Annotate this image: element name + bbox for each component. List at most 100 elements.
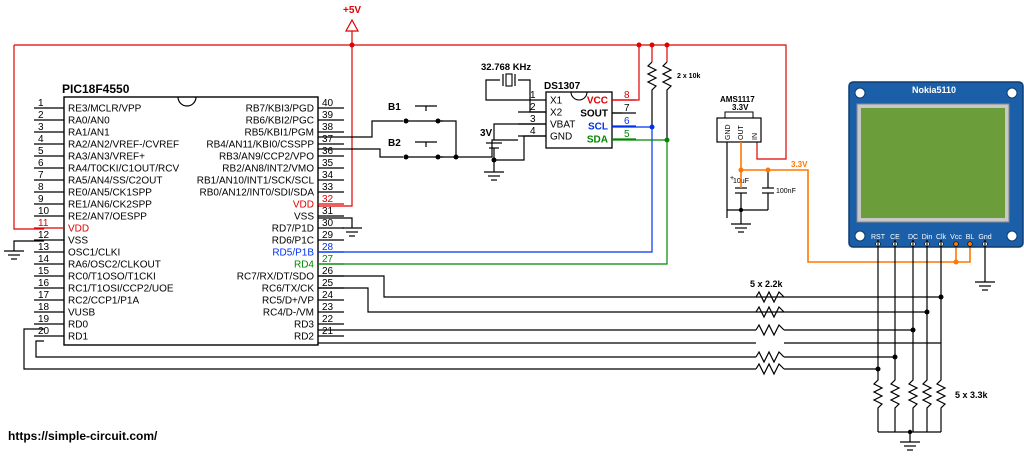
mcu-pin-num: 2: [38, 110, 44, 121]
mcu-title: PIC18F4550: [62, 82, 130, 96]
crystal-32khz: 32.768 KHz: [481, 62, 546, 113]
mcu-pin-num: 13: [38, 242, 50, 253]
series-resistors-label: 5 x 2.2k: [750, 279, 784, 289]
rtc-pin-name: SCL: [588, 122, 608, 133]
mcu-pin-name: RD2: [294, 332, 314, 343]
footer-url[interactable]: https://simple-circuit.com/: [8, 429, 158, 443]
mcu-pin-num: 39: [322, 110, 334, 121]
mcu-pin-num: 10: [38, 206, 50, 217]
mcu-pin-name: RA2/AN2/VREF-/CVREF: [68, 140, 179, 151]
svg-text:+: +: [730, 175, 734, 182]
mcu-pin-name: RD5/P1B: [272, 248, 314, 259]
button-b1-label: B1: [388, 102, 401, 113]
lcd-pin-label: RST: [871, 234, 886, 241]
mcu-pin-name: RC1/T1OSI/CCP2/UOE: [68, 284, 174, 295]
mcu-pin-name: RA6/OSC2/CLKOUT: [68, 260, 161, 271]
mcu-vss2-ground: [318, 217, 362, 237]
regulator-pin-in: IN: [752, 133, 759, 140]
mcu-pin-name: VDD: [293, 200, 314, 211]
mcu-pin-name: VSS: [68, 236, 88, 247]
mcu-pin-num: 7: [38, 170, 44, 181]
mcu-vss-ground: [4, 240, 44, 260]
rail-3v3-label: 3.3V: [791, 160, 808, 169]
mcu-pin-num: 16: [38, 278, 50, 289]
rtc-pin-name: GND: [550, 132, 572, 143]
mcu-pin-name: RA5/AN4/SS/C2OUT: [68, 176, 162, 187]
mcu-pin-name: RB7/KBI3/PGD: [246, 104, 314, 115]
mcu-pin-name: RA0/AN0: [68, 116, 110, 127]
regulator-pin-gnd: GND: [725, 124, 732, 140]
mcu-pin-num: 28: [322, 242, 334, 253]
mcu-pin-num: 37: [322, 134, 334, 145]
mcu-pin-num: 36: [322, 146, 334, 157]
mcu-pin-name: RE1/AN6/CK2SPP: [68, 200, 152, 211]
mcu-pin-name: RA4/T0CKI/C1OUT/RCV: [68, 164, 179, 175]
mcu-pin-num: 34: [322, 170, 334, 181]
lcd-pin-label: Gnd: [978, 234, 991, 241]
rtc-pin-name: VCC: [587, 96, 608, 107]
mcu-pin-num: 14: [38, 254, 50, 265]
rtc-pin-num: 2: [530, 102, 536, 113]
mcu-pin-num: 22: [322, 314, 334, 325]
mcu-pin-num: 35: [322, 158, 334, 169]
mcu-pin-name: VUSB: [68, 308, 96, 319]
mcu-pin-num: 18: [38, 302, 50, 313]
mcu-pin-num: 20: [38, 326, 50, 337]
rtc-pin-name: SOUT: [580, 109, 608, 120]
button-wiring: [318, 120, 518, 160]
mcu-pin-num: 24: [322, 290, 334, 301]
mcu-pin-name: RD6/P1C: [272, 236, 314, 247]
mcu-pin-num: 25: [322, 278, 334, 289]
regulator-pin-out: OUT: [738, 125, 745, 141]
mcu-pin-num: 15: [38, 266, 50, 277]
mcu-pin-num: 23: [322, 302, 334, 313]
mcu-pin-num: 21: [322, 326, 334, 337]
button-b1: B1: [388, 102, 443, 124]
mcu-pin-num: 31: [322, 206, 334, 217]
rtc-pin-name: X2: [550, 108, 563, 119]
vdd-net: [13, 42, 787, 230]
mcu-pin-name: RD0: [68, 320, 88, 331]
button-b2-label: B2: [388, 138, 401, 149]
mcu-pin-name: RB4/AN11/KBI0/CSSPP: [206, 140, 314, 151]
mcu-pin-name: RB5/KBI1/PGM: [245, 128, 314, 139]
rtc-pin-name: VBAT: [550, 120, 575, 131]
mcu-pin-num: 6: [38, 158, 44, 169]
mcu-pin-num: 30: [322, 218, 334, 229]
lcd-pin-label: DC: [908, 234, 918, 241]
mcu-pin-num: 19: [38, 314, 50, 325]
divider-resistors-label: 5 x 3.3k: [955, 390, 989, 400]
rtc-pin-num: 7: [624, 103, 630, 114]
mcu-pin-num: 33: [322, 182, 334, 193]
regulator-name: AMS1117: [720, 95, 755, 104]
rtc-pin-num: 3: [530, 114, 536, 125]
divider-resistors: 5 x 3.3k: [872, 297, 989, 451]
rtc-pin-num: 5: [624, 129, 630, 140]
mcu-pin-num: 29: [322, 230, 334, 241]
mcu-pin-name: OSC1/CLKI: [68, 248, 120, 259]
rtc-title: DS1307: [544, 81, 581, 92]
lcd-pin-pad: [953, 241, 959, 247]
mcu-pin-num: 9: [38, 194, 44, 205]
rtc-pin-name: SDA: [587, 135, 608, 146]
supply-5v-label: +5V: [343, 5, 361, 16]
lcd-pin-label: Din: [922, 234, 933, 241]
mcu-pin-name: VSS: [294, 212, 314, 223]
crystal-label: 32.768 KHz: [481, 62, 531, 73]
lcd-ground: [975, 240, 995, 291]
regulator-voltage: 3.3V: [732, 103, 749, 112]
mcu-pin-name: RD3: [294, 320, 314, 331]
mcu-pin-name: RC4/D-/VM: [263, 308, 314, 319]
mcu-pin-name: RB1/AN10/INT1/SCK/SCL: [197, 176, 315, 187]
rtc-pin-num: 6: [624, 116, 630, 127]
lcd-title: Nokia5110: [912, 85, 956, 95]
mcu-pin-name: RB3/AN9/CCP2/VPO: [219, 152, 314, 163]
mcu-pin-num: 1: [38, 98, 44, 109]
rtc-pin-num: 8: [624, 90, 630, 101]
pullup-label: 2 x 10k: [677, 73, 700, 80]
lcd-pin-label: BL: [966, 234, 975, 241]
button-b2: B2: [388, 138, 443, 160]
